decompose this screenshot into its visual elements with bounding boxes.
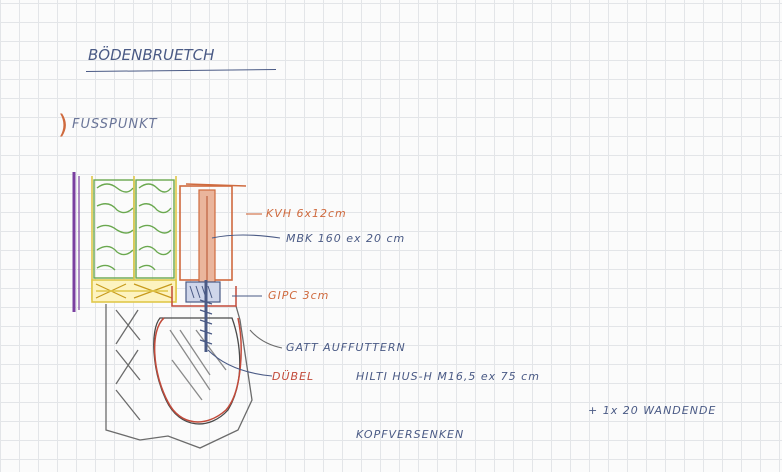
bracket-mark: ) (58, 110, 69, 140)
label-kvh: KVH 6x12cm (266, 207, 347, 220)
kvh-beam (179, 183, 247, 283)
sketch-title: BÖDENBRUETCH (88, 46, 215, 64)
section-label: FUSSPUNKT (72, 117, 158, 132)
wall-purple-edge (72, 172, 80, 312)
label-dubel: DÜBEL (272, 370, 315, 383)
timber-studs (91, 176, 177, 303)
red-accent (154, 286, 242, 423)
label-mbk: MBK 160 ex 20 cm (286, 232, 406, 245)
leader-lines (207, 213, 283, 377)
concrete-foundation (105, 304, 253, 449)
label-gatt: GATT AUFFUTTERN (286, 341, 406, 354)
label-hilti: HILTI HUS-H M16,5 ex 75 cm (356, 370, 540, 383)
anchor-bolt (185, 280, 221, 352)
label-gipc: GIPC 3cm (268, 289, 330, 302)
label-wandende: + 1x 20 WANDENDE (588, 404, 717, 417)
label-kopf: KOPFVERSENKEN (356, 428, 465, 441)
